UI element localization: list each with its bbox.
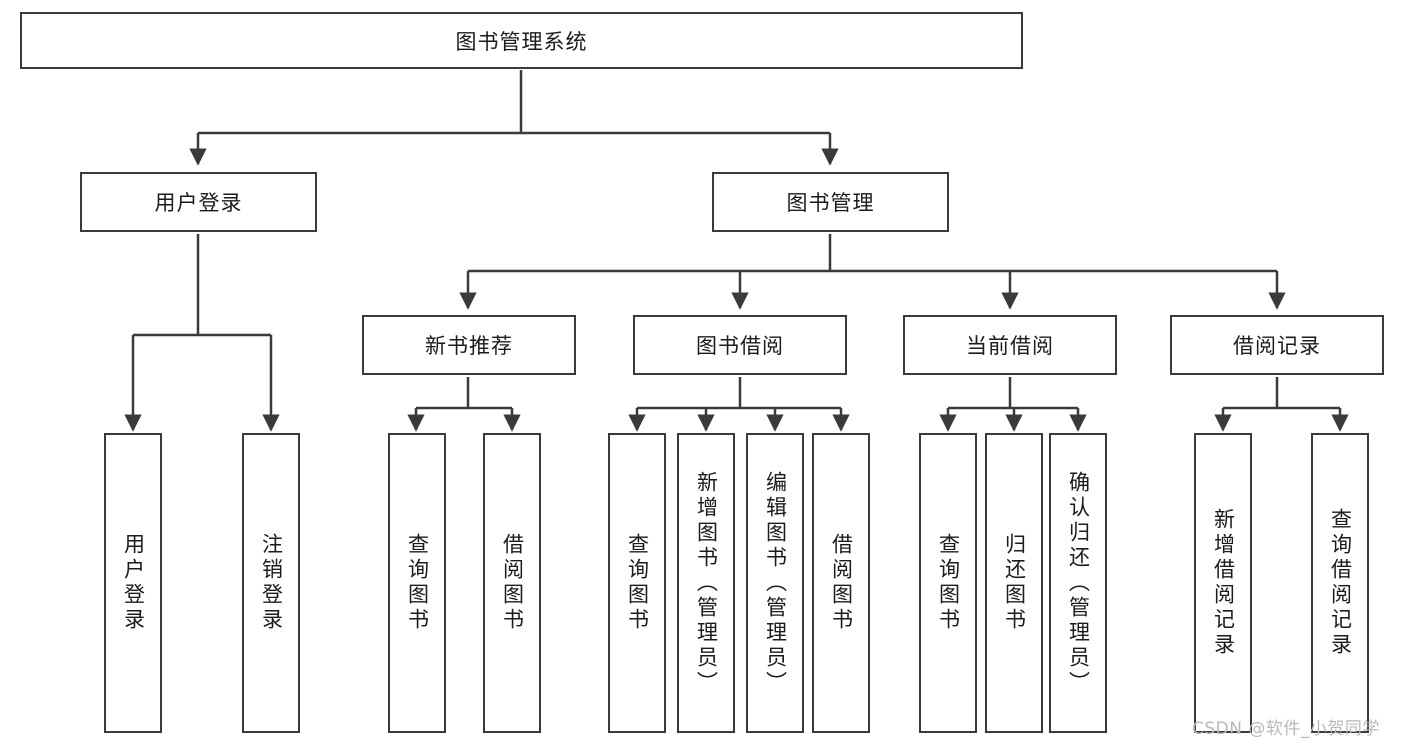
node-label: 注销登录 xyxy=(259,533,284,633)
leaf-current-query-book[interactable]: 查询图书 xyxy=(919,433,977,733)
leaf-borrow-edit-book-admin[interactable]: 编辑图书（管理员） xyxy=(746,433,804,733)
leaf-recommend-query-book[interactable]: 查询图书 xyxy=(388,433,446,733)
node-label: 编辑图书（管理员） xyxy=(763,470,788,696)
node-label: 确认归还（管理员） xyxy=(1066,470,1091,696)
node-book-management[interactable]: 图书管理 xyxy=(712,172,949,232)
leaf-record-add-record[interactable]: 新增借阅记录 xyxy=(1194,433,1252,733)
leaf-user-login-signin[interactable]: 用户登录 xyxy=(104,433,162,733)
node-borrow-record[interactable]: 借阅记录 xyxy=(1170,315,1384,375)
leaf-borrow-add-book-admin[interactable]: 新增图书（管理员） xyxy=(677,433,735,733)
node-label: 归还图书 xyxy=(1002,533,1027,633)
node-label: 查询借阅记录 xyxy=(1328,508,1353,658)
node-label: 借阅图书 xyxy=(500,533,525,633)
leaf-current-confirm-return-admin[interactable]: 确认归还（管理员） xyxy=(1049,433,1107,733)
node-label: 图书管理系统 xyxy=(455,29,588,54)
node-label: 查询图书 xyxy=(405,533,430,633)
node-label: 新增借阅记录 xyxy=(1211,508,1236,658)
node-user-login[interactable]: 用户登录 xyxy=(80,172,317,232)
node-label: 用户登录 xyxy=(121,533,146,633)
node-label: 借阅记录 xyxy=(1233,334,1321,358)
node-new-book-recommend[interactable]: 新书推荐 xyxy=(362,315,576,375)
leaf-borrow-borrow-book[interactable]: 借阅图书 xyxy=(812,433,870,733)
node-label: 新增图书（管理员） xyxy=(694,470,719,696)
leaf-borrow-query-book[interactable]: 查询图书 xyxy=(608,433,666,733)
node-label: 图书管理 xyxy=(786,191,875,215)
leaf-current-return-book[interactable]: 归还图书 xyxy=(985,433,1043,733)
leaf-record-query-record[interactable]: 查询借阅记录 xyxy=(1311,433,1369,733)
node-label: 用户登录 xyxy=(154,191,243,215)
node-label: 图书借阅 xyxy=(696,334,784,358)
node-label: 新书推荐 xyxy=(425,334,513,358)
leaf-recommend-borrow-book[interactable]: 借阅图书 xyxy=(483,433,541,733)
node-label: 查询图书 xyxy=(625,533,650,633)
node-current-borrow[interactable]: 当前借阅 xyxy=(903,315,1117,375)
node-root-system[interactable]: 图书管理系统 xyxy=(20,12,1023,69)
leaf-user-login-signout[interactable]: 注销登录 xyxy=(242,433,300,733)
watermark-text: CSDN @软件_小贺同学 xyxy=(1192,719,1380,739)
node-label: 借阅图书 xyxy=(829,533,854,633)
node-label: 查询图书 xyxy=(936,533,961,633)
node-book-borrow[interactable]: 图书借阅 xyxy=(633,315,847,375)
node-label: 当前借阅 xyxy=(966,334,1054,358)
